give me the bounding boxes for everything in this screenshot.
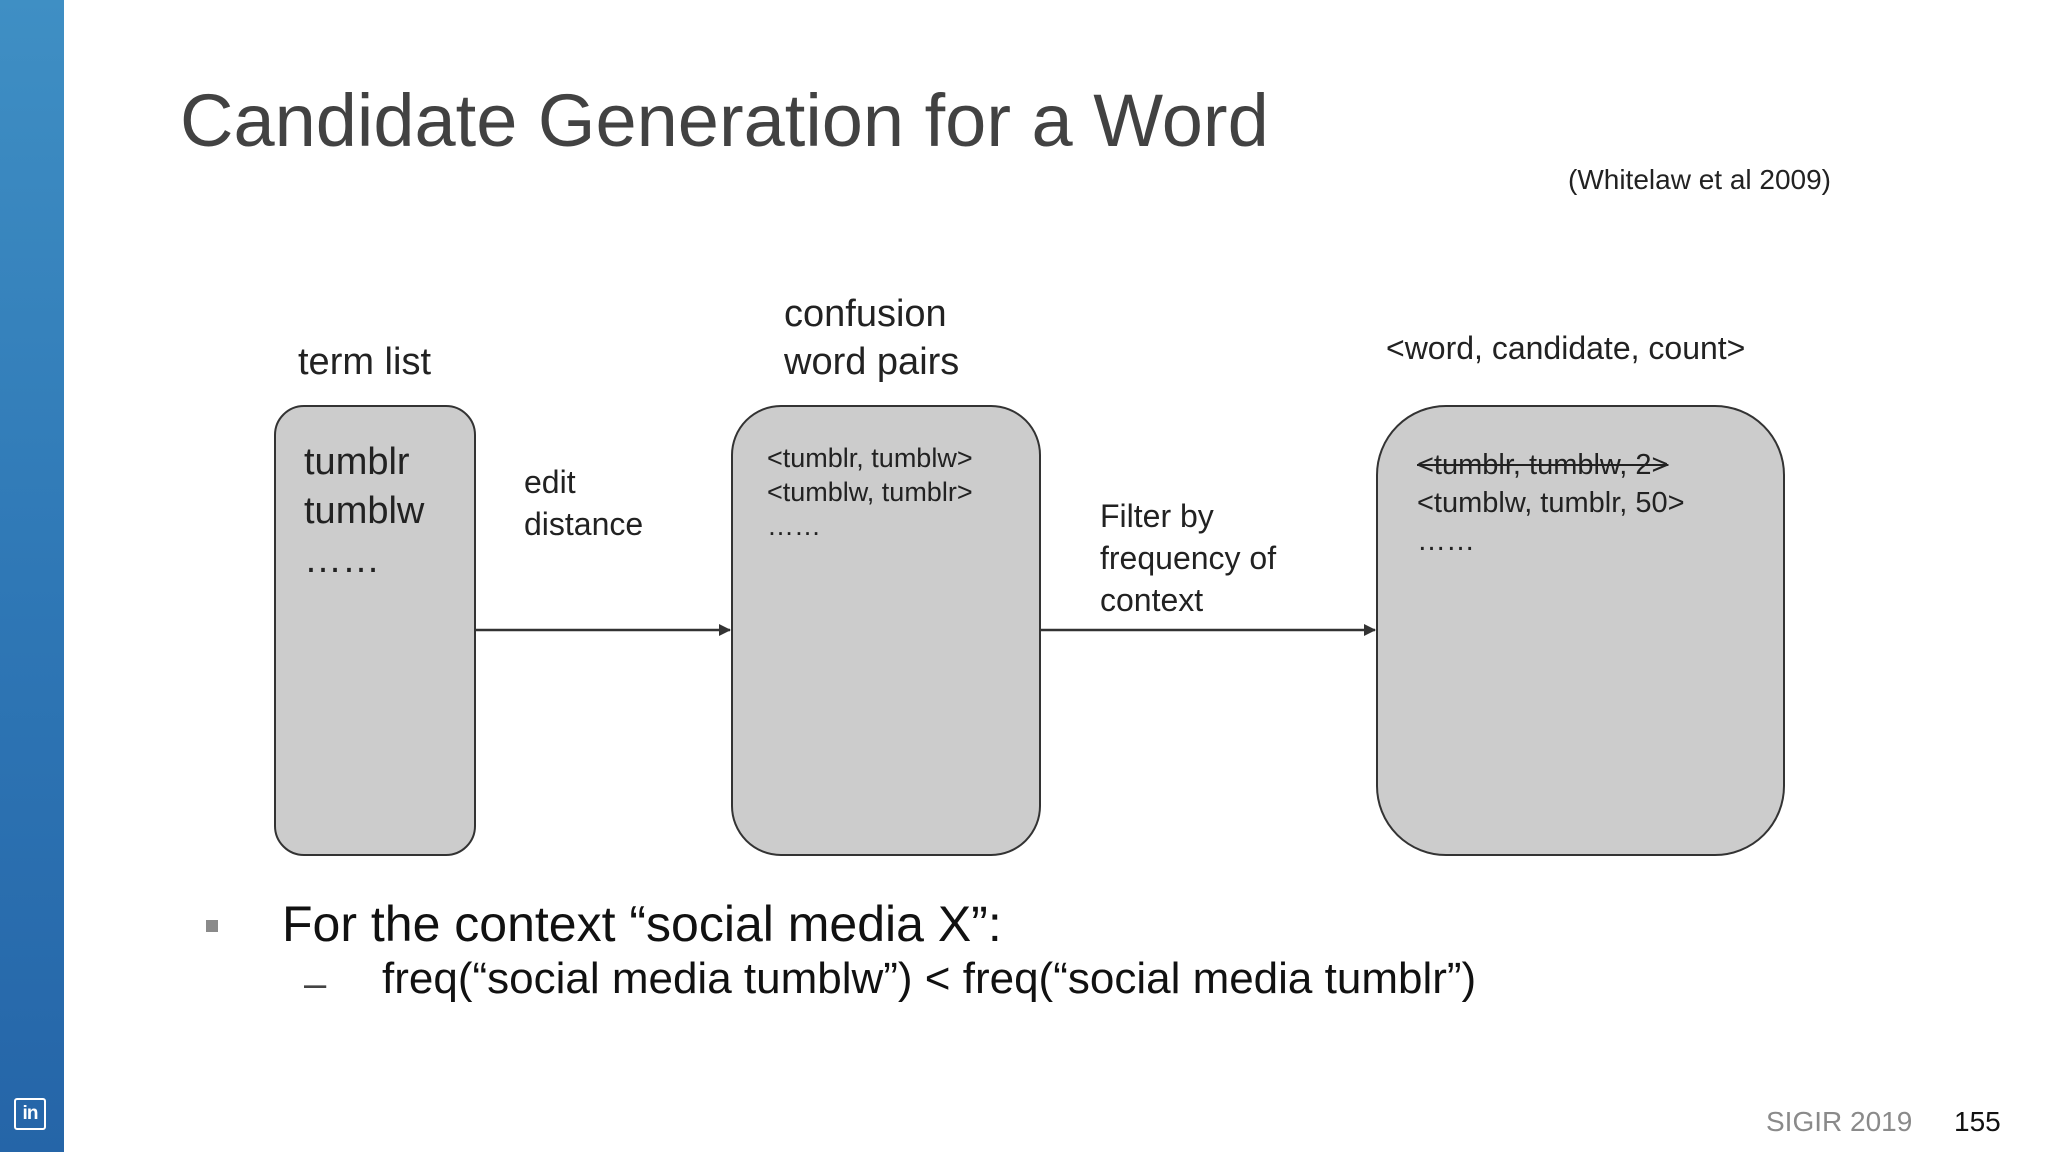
sidebar-stripe: in <box>0 0 64 1152</box>
footer-venue: SIGIR 2019 <box>1766 1106 1913 1137</box>
citation: (Whitelaw et al 2009) <box>1568 164 1832 195</box>
edit-distance-label-line1: edit <box>524 464 576 500</box>
filter-label-line1: Filter by <box>1100 498 1214 534</box>
confusion-pairs-label-line1: confusion <box>784 293 947 335</box>
bullet-main: For the context “social media X”: <box>282 896 1002 952</box>
term-list-item: tumblr <box>304 441 410 483</box>
bullet-square-icon <box>206 920 218 932</box>
term-list-item: …… <box>304 539 380 581</box>
slide-title: Candidate Generation for a Word <box>180 79 1269 162</box>
confusion-pair-item: <tumblw, tumblr> <box>767 477 973 507</box>
confusion-pair-item: <tumblr, tumblw> <box>767 443 973 473</box>
filter-label-line3: context <box>1100 582 1204 618</box>
linkedin-icon: in <box>14 1098 46 1130</box>
counts-label: <word, candidate, count> <box>1386 330 1746 366</box>
confusion-pair-item: …… <box>767 511 821 541</box>
counts-item-struck: <tumblr, tumblw, 2> <box>1417 449 1669 481</box>
sub-bullet-dash: – <box>304 962 327 1006</box>
counts-box: <tumblr, tumblw, 2> <tumblw, tumblr, 50>… <box>1376 405 1785 856</box>
term-list-box: tumblr tumblw …… <box>274 405 476 856</box>
page-number: 155 <box>1954 1106 2001 1137</box>
counts-item: …… <box>1417 525 1475 557</box>
confusion-pairs-box: <tumblr, tumblw> <tumblw, tumblr> …… <box>731 405 1041 856</box>
term-list-label: term list <box>298 341 431 383</box>
counts-item: <tumblw, tumblr, 50> <box>1417 487 1685 519</box>
confusion-pairs-label-line2: word pairs <box>784 341 960 383</box>
bullet-sub: freq(“social media tumblw”) < freq(“soci… <box>382 954 1477 1003</box>
edit-distance-label-line2: distance <box>524 506 644 542</box>
term-list-item: tumblw <box>304 490 425 532</box>
filter-label-line2: frequency of <box>1100 540 1277 576</box>
